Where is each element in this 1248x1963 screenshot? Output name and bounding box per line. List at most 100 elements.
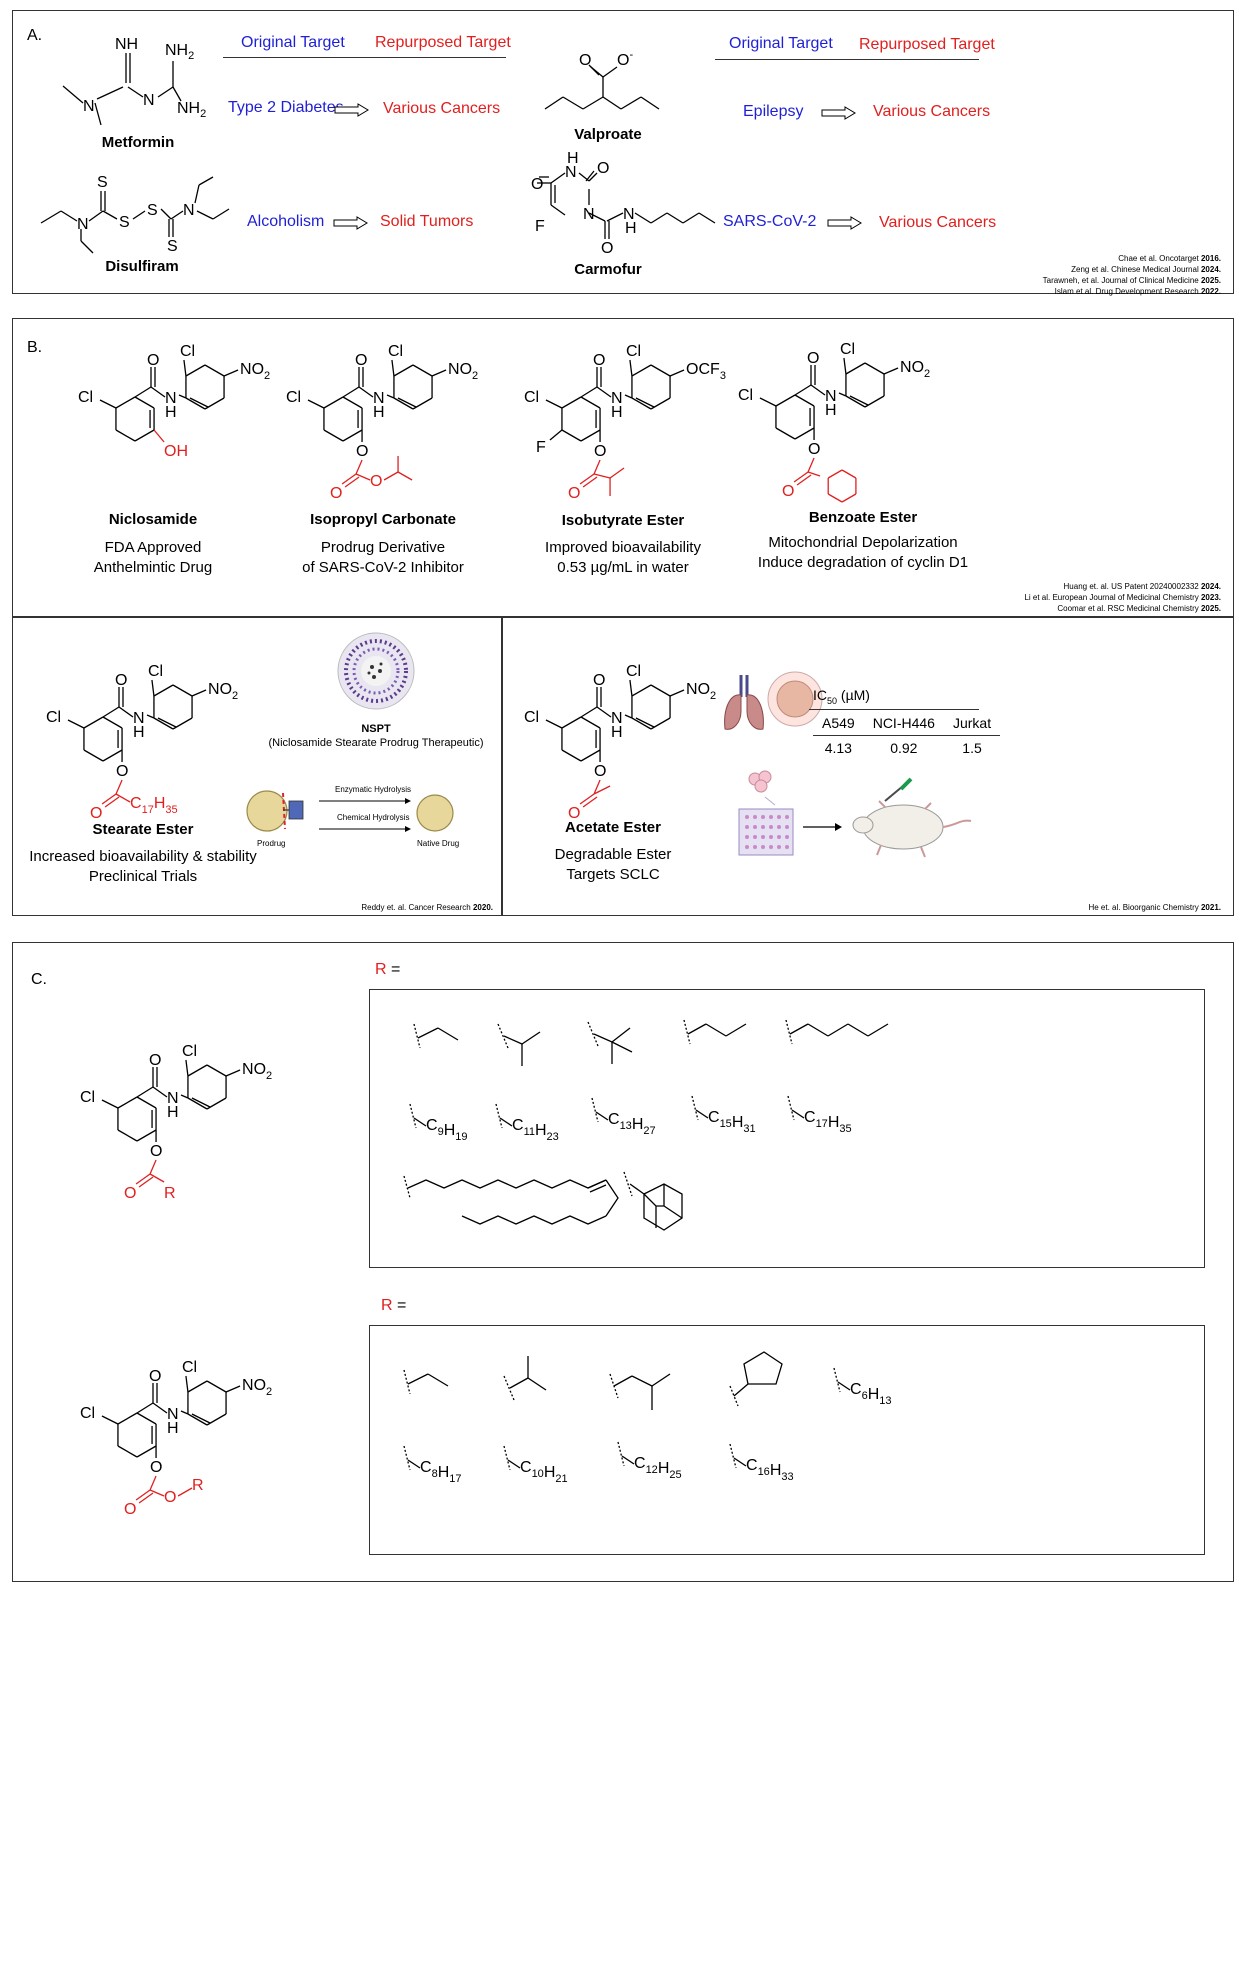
- bond: [624, 714, 633, 719]
- atom-label: H: [165, 404, 177, 421]
- bond: [135, 1173, 151, 1185]
- metformin-n2: N: [143, 92, 155, 109]
- bond: [225, 1069, 241, 1077]
- metformin-n1: N: [83, 98, 95, 115]
- bond: [136, 1445, 157, 1458]
- panel-b-references: Huang et. al. US Patent 20240002332 2024…: [921, 581, 1221, 614]
- substituent-chain: C8H17: [400, 1444, 490, 1485]
- bond: [187, 1064, 208, 1077]
- atom-label: Cl: [524, 709, 539, 726]
- bond: [206, 1097, 227, 1110]
- panel-b-divider-h: [13, 616, 1233, 618]
- bond: [180, 1410, 189, 1415]
- bond: [102, 706, 120, 718]
- atom-label: Cl: [626, 663, 641, 680]
- atom-label: Cl: [286, 389, 301, 406]
- atom-label: O: [356, 443, 368, 460]
- bond: [561, 749, 582, 762]
- progression-arrow: [803, 819, 843, 837]
- substituent-adamantyl: [623, 1171, 683, 1231]
- panel-a-label: A.: [27, 27, 43, 44]
- ic50-rule-top: [809, 709, 979, 710]
- bond: [864, 362, 885, 375]
- bond: [864, 395, 885, 408]
- bond: [102, 749, 123, 762]
- bond: [152, 1402, 168, 1414]
- atom-label: Cl: [738, 387, 753, 404]
- carmofur-n3: N: [623, 206, 635, 223]
- atom-label: Cl: [80, 1089, 95, 1106]
- atom-label: H: [611, 724, 623, 741]
- bond: [650, 717, 671, 730]
- atom-label: Cl: [78, 389, 93, 406]
- valproate-repurposed: Various Cancers: [873, 103, 991, 120]
- r-equals-bottom: R =: [381, 1297, 407, 1314]
- atom-label: Cl: [148, 663, 163, 680]
- bond: [323, 396, 344, 409]
- carmofur-n2: N: [583, 206, 595, 223]
- bond: [775, 427, 796, 440]
- bond: [582, 796, 598, 808]
- bond: [383, 471, 399, 481]
- mouse-icon: [851, 765, 972, 870]
- bond: [631, 364, 652, 377]
- bond: [136, 1129, 157, 1142]
- substituent-isopropyl: [497, 1023, 541, 1066]
- bond: [185, 1059, 189, 1077]
- atom-label: O: [124, 1501, 136, 1518]
- atom-label: Cl: [46, 709, 61, 726]
- bond: [151, 679, 155, 697]
- bond: [580, 386, 598, 398]
- bond: [83, 749, 104, 762]
- atom-label: O: [594, 443, 606, 460]
- bond: [593, 785, 611, 795]
- atom-label: O: [568, 805, 580, 822]
- substituent-chain: C15H31: [688, 1094, 778, 1135]
- atom-label: O: [370, 473, 382, 490]
- bond: [204, 364, 225, 377]
- disulfiram-n2: N: [183, 202, 195, 219]
- bond: [117, 1445, 138, 1458]
- disulfiram-original: Alcoholism: [247, 213, 325, 230]
- bond: [341, 473, 357, 485]
- carbonate-substituent-box: C6H13 C8H17 C10H21 C12H25 C16H33: [369, 1325, 1205, 1555]
- chain-formula: C17H35: [804, 1109, 852, 1135]
- atom-label: N: [165, 390, 177, 407]
- bond: [561, 429, 582, 442]
- bond: [191, 1413, 211, 1424]
- substituent-chain: C6H13: [830, 1366, 920, 1407]
- compound-name: Isopropyl Carbonate: [310, 511, 456, 528]
- bond: [150, 386, 166, 398]
- bond: [397, 471, 413, 481]
- header-rule-left: [223, 57, 506, 58]
- atom-label: O: [593, 672, 605, 689]
- bond: [117, 1412, 138, 1425]
- atom-label: H: [167, 1420, 179, 1437]
- bond: [596, 706, 612, 718]
- bond: [580, 396, 601, 409]
- header-repurposed-right: Repurposed Target: [859, 36, 995, 53]
- metformin-original: Type 2 Diabetes: [228, 99, 344, 116]
- bond: [669, 369, 685, 377]
- chain-formula: C9H19: [426, 1117, 468, 1143]
- prodrug-icon: [245, 787, 315, 840]
- bond: [157, 717, 177, 728]
- chain-formula: C10H21: [520, 1459, 568, 1485]
- substituent-butyl: [683, 1019, 747, 1045]
- bond: [794, 427, 815, 440]
- panel-b-divider-v: [501, 616, 503, 916]
- carmofur-repurposed: Various Cancers: [879, 214, 997, 231]
- nspt-title: NSPT: [361, 723, 391, 735]
- bond: [580, 749, 601, 762]
- valproate-name: Valproate: [574, 126, 642, 143]
- atom-label: N: [167, 1090, 179, 1107]
- carmofur-nh: N: [565, 164, 577, 181]
- bond: [117, 1096, 138, 1109]
- lung-icon: [719, 671, 769, 740]
- atom-label: Cl: [524, 389, 539, 406]
- ester-substituent-box: C9H19 C11H23 C13H27 C15H31 C17H35: [369, 989, 1205, 1268]
- disulfiram-repurposed: Solid Tumors: [380, 213, 474, 230]
- metformin-nh: NH: [115, 36, 138, 53]
